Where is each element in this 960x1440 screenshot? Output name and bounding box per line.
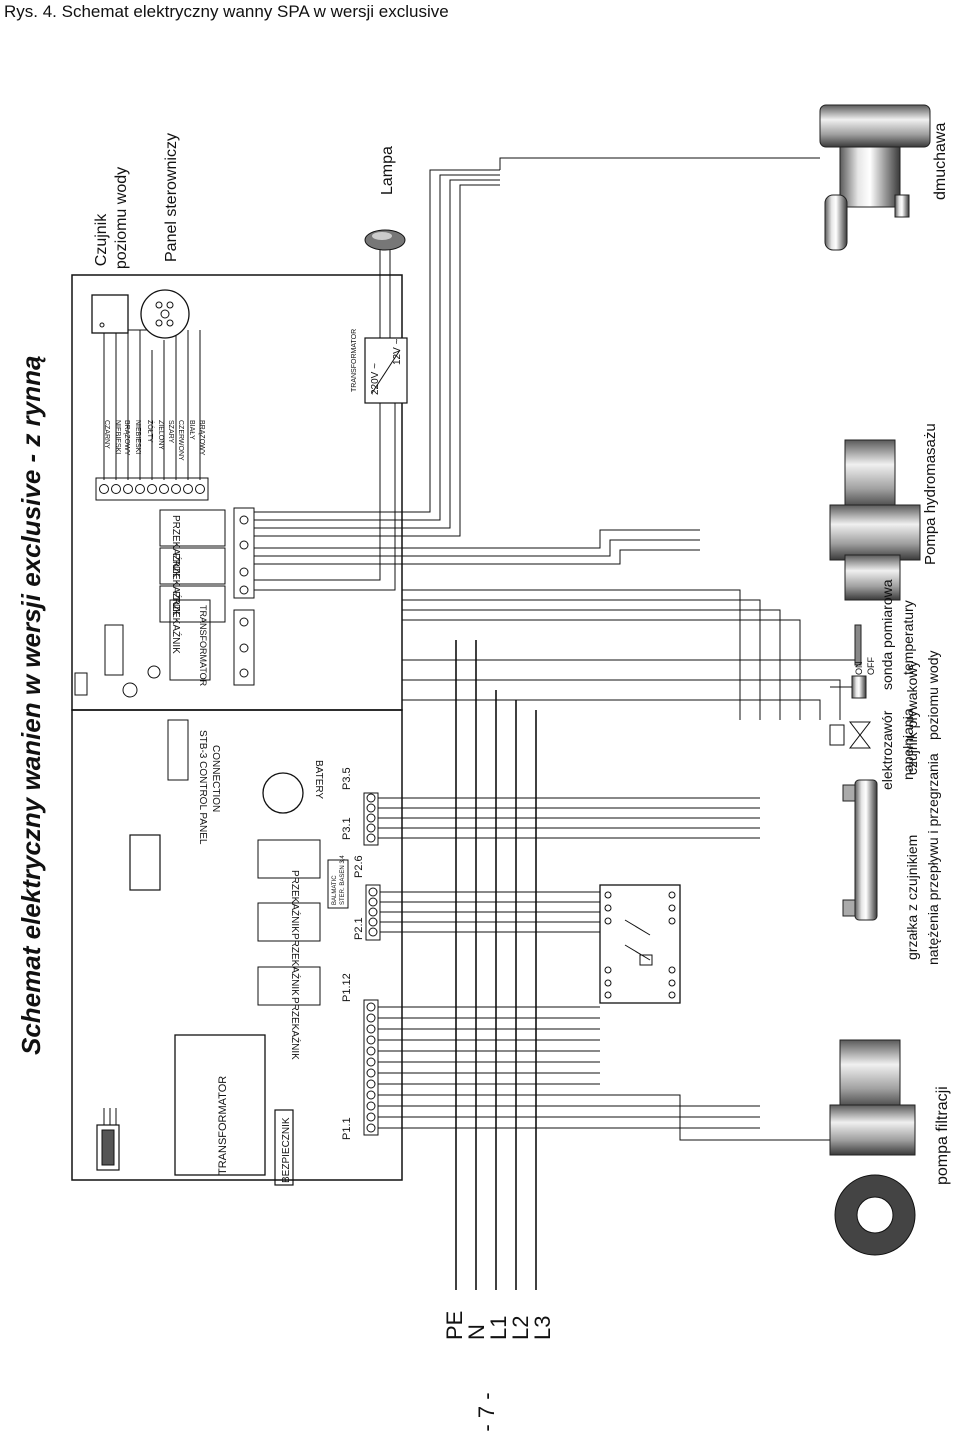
balmatic-block: BALMATIC STER. BASEN 3,4: [327, 855, 349, 909]
heater-label-2: natężenia przepływu i przegrzania: [925, 753, 941, 965]
board-transformer: TRANSFORMATOR: [174, 1034, 266, 1176]
board-transformer-label: TRANSFORMATOR: [217, 1076, 229, 1175]
mains-label-l3: L3: [530, 1316, 555, 1340]
main-title: Schemat elektryczny wanien w wersji excl…: [16, 356, 46, 1055]
wire-color-1: NIEBIESKI: [114, 420, 121, 454]
valve-label-1: elektrozawór: [879, 710, 895, 790]
mains-label-pe: PE: [442, 1311, 467, 1340]
heater: grzałka z czujnikiem natężenia przepływu…: [842, 753, 941, 965]
connector-p1-12: P1.12: [341, 973, 353, 1002]
contactor: [599, 884, 681, 1004]
terminal-holes: [366, 793, 378, 1133]
solenoid-valve: elektrozawór napełniania: [829, 708, 916, 790]
relay-right-3: PRZEKAŹNIK: [170, 591, 183, 654]
hydro-pump: Pompa hydromasażu: [829, 423, 939, 601]
control-board: [71, 274, 403, 1181]
hydro-pump-label: Pompa hydromasażu: [922, 423, 939, 565]
connector-p2-6: P2.6: [353, 855, 365, 878]
mains-label-l2: L2: [508, 1316, 533, 1340]
battery-label: BATERY: [313, 760, 324, 799]
connector-p3-1: P3.1: [341, 817, 353, 840]
panel-terminal-row: [99, 484, 205, 494]
relay-left-1: PRZEKAŹNIK: [289, 870, 302, 933]
lamp: Lampa: [364, 146, 406, 251]
blower-label: dmuchawa: [932, 123, 949, 200]
blower: dmuchawa: [819, 104, 949, 251]
device-wires: [254, 157, 860, 1141]
board-fuse-label: BEZPIECZNIK: [281, 1117, 292, 1183]
mains-labels: PE N L1 L2 L3: [442, 1311, 555, 1340]
wire-color-6: SZARY: [167, 420, 174, 444]
board-misc: [74, 624, 161, 891]
relays-right: PRZEKAŹNIK PRZEKAŹNIK PRZEKAŹNIK: [159, 509, 226, 654]
filter-pump: pompa filtracji: [829, 1039, 951, 1256]
board-fuse: BEZPIECZNIK: [274, 1109, 294, 1186]
temp-probe-label-1: sonda pomiarowa: [879, 579, 895, 690]
wire-color-8: BIAŁY: [188, 420, 195, 440]
balmatic-label-1: BALMATIC: [332, 875, 338, 905]
water-level-sensor: Czujnik poziomu wody: [91, 167, 130, 334]
lamp-transformer-in: 220V ~: [370, 363, 381, 395]
panel-wires: [103, 329, 201, 480]
switch-off-label: OFF: [866, 657, 876, 675]
cp-connection-label-1: STB-3 CONTROL PANEL: [197, 730, 208, 845]
board-battery: BATERY: [262, 760, 324, 814]
control-panel-label: Panel sterowniczy: [163, 133, 180, 262]
filter-pump-label: pompa filtracji: [934, 1086, 951, 1185]
board-transformer-small: TRANSFORMATOR: [169, 599, 211, 687]
lamp-transformer-out: 12V ~: [392, 338, 403, 365]
cp-connection-label-2: CONNECTION: [210, 745, 221, 812]
lamp-label: Lampa: [379, 146, 396, 195]
float-label-2: poziomu wody: [925, 651, 941, 741]
valve-label-2: napełniania: [900, 708, 916, 780]
page-number: - 7 -: [474, 1392, 499, 1431]
connectors: P1.1 P1.12 P2.1 P2.6 P3.1 P3.5: [341, 767, 365, 1140]
control-panel-connection: STB-3 CONTROL PANEL CONNECTION: [167, 719, 221, 845]
mains-label-l1: L1: [486, 1316, 511, 1340]
water-level-sensor-label-1: Czujnik: [93, 213, 110, 266]
mains-label-n: N: [464, 1324, 489, 1340]
wire-color-9: BRĄZOWY: [198, 420, 205, 456]
float-label-1: czujnik pływakowy: [904, 661, 920, 775]
connector-p1-1: P1.1: [341, 1117, 353, 1140]
lamp-transformer: TRANSFORMATOR 220V ~ 12V ~: [351, 245, 408, 404]
wire-color-5: ZIELONY: [157, 420, 164, 450]
wire-color-7: CZERWONY: [177, 420, 184, 461]
control-panel-device: Panel sterowniczy: [140, 133, 190, 339]
water-level-sensor-label-2: poziomu wody: [113, 167, 130, 269]
switch-on-label: ON: [854, 662, 864, 676]
relay-left-3: PRZEKAŹNIK: [289, 997, 302, 1060]
board-transformer-small-label: TRANSFORMATOR: [198, 605, 208, 687]
connector-p2-1: P2.1: [353, 917, 365, 940]
wire-color-4: ŻÓŁTY: [146, 420, 155, 443]
balmatic-label-2: STER. BASEN 3,4: [340, 855, 346, 905]
relays-left: PRZEKAŹNIK PRZEKAŹNIK PRZEKAŹNIK: [257, 839, 321, 1060]
mains-lines: [455, 640, 537, 1290]
relay-left-2: PRZEKAŹNIK: [289, 933, 302, 996]
temp-probe-label-2: temperatury: [900, 600, 916, 675]
wire-color-3: NIEBIESKI: [134, 420, 141, 454]
connector-p3-5: P3.5: [341, 767, 353, 790]
relay-right-2: PRZEKAŹNIK: [170, 553, 183, 616]
figure-caption: Rys. 4. Schemat elektryczny wanny SPA w …: [4, 2, 449, 21]
wire-color-0: CZARNY: [103, 420, 110, 449]
relay-right-1: PRZEKAŹNIK: [170, 515, 183, 578]
lamp-transformer-title: TRANSFORMATOR: [351, 329, 358, 392]
wire-color-labels: CZARNY NIEBIESKI BRĄZOWY NIEBIESKI ŻÓŁTY…: [103, 420, 205, 461]
heater-label-1: grzałka z czujnikiem: [904, 835, 920, 960]
board-chip: [96, 1108, 120, 1171]
float-switch: ON OFF czujnik pływakowy poziomu wody: [830, 651, 941, 775]
wire-color-2: BRĄZOWY: [123, 420, 130, 456]
temperature-probe: sonda pomiarowa temperatury: [854, 579, 916, 690]
